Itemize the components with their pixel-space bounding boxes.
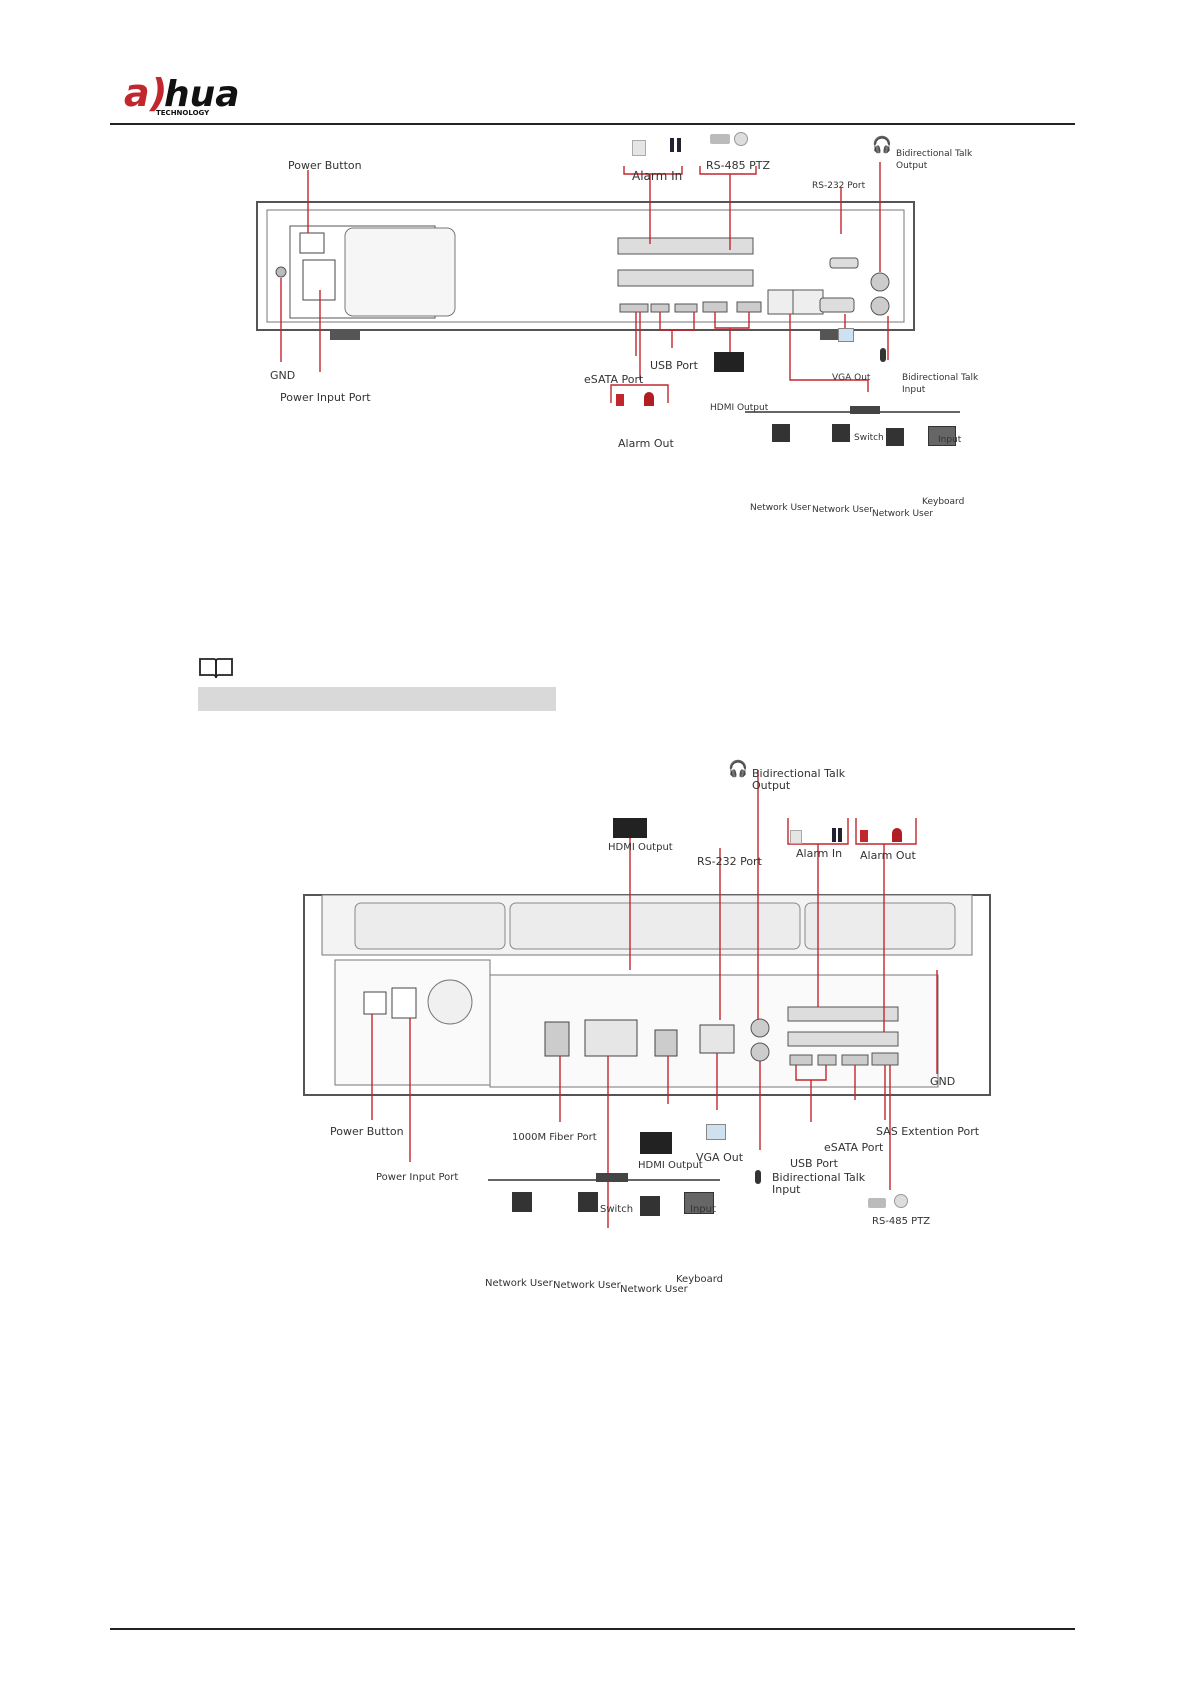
alarm-siren-icon xyxy=(616,394,624,406)
network-user-pc-icon xyxy=(640,1196,660,1216)
svg-text:a: a xyxy=(124,71,150,115)
label-power-input-port: Power Input Port xyxy=(376,1172,459,1183)
network-user-pc-icon xyxy=(578,1192,598,1212)
label-power-button: Power Button xyxy=(288,159,362,172)
label-alarm-out: Alarm Out xyxy=(618,437,674,450)
label-alarm-out: Alarm Out xyxy=(860,849,916,862)
alarm-light-icon xyxy=(644,392,654,406)
label-usb-port: USB Port xyxy=(650,359,698,372)
label-network-user: Network User xyxy=(485,1278,553,1289)
figure-2-lines xyxy=(303,770,991,1228)
label-vga-out: VGA Out xyxy=(696,1151,744,1164)
headset-icon: 🎧 xyxy=(872,137,892,154)
network-user-pc-icon xyxy=(772,424,790,442)
label-rs232-port: RS-232 Port xyxy=(697,855,762,868)
label-gnd: GND xyxy=(930,1075,956,1088)
label-bidir-talk-output: Bidirectional Talk Output xyxy=(752,767,846,792)
header-rule xyxy=(110,123,1075,125)
label-esata-port: eSATA Port xyxy=(824,1141,884,1154)
dome-camera-icon xyxy=(734,132,748,146)
label-bidir-talk-input: Bidirectional Talk Input xyxy=(902,373,979,395)
microphone-icon xyxy=(880,348,886,362)
headset-icon: 🎧 xyxy=(728,761,748,778)
microphone-icon xyxy=(755,1170,761,1184)
label-alarm-in: Alarm In xyxy=(632,169,683,183)
network-user-pc-icon xyxy=(886,428,904,446)
figure-1: 🎧 Power Button Alarm In RS-485 PTZ Bidir… xyxy=(0,130,1191,530)
label-network-user: Network User xyxy=(750,503,811,513)
monitor-icon xyxy=(714,352,744,372)
note-bar xyxy=(198,687,556,711)
label-network-user: Network User xyxy=(872,509,933,519)
brand-logo: a ) hua TECHNOLOGY xyxy=(120,70,260,121)
label-esata-port: eSATA Port xyxy=(584,373,644,386)
label-usb-port: USB Port xyxy=(790,1157,838,1170)
label-input: Input xyxy=(938,435,962,445)
figure-2: 🎧 Bidirectional Talk Output HDMI Output … xyxy=(0,762,1191,1310)
ptz-camera-icon xyxy=(868,1198,886,1208)
vga-monitor-icon xyxy=(706,1124,726,1140)
monitor-icon xyxy=(640,1132,672,1154)
network-user-pc-icon xyxy=(512,1192,532,1212)
label-rs232-port: RS-232 Port xyxy=(812,181,866,191)
monitor-icon xyxy=(613,818,647,838)
label-switch: Switch xyxy=(600,1204,634,1215)
svg-text:): ) xyxy=(148,71,167,115)
alarm-sensor-icon xyxy=(832,828,836,842)
vga-monitor-icon xyxy=(838,328,854,342)
alarm-sensor-icon xyxy=(790,830,802,844)
alarm-sensor-icon xyxy=(670,138,674,152)
label-rs485-ptz: RS-485 PTZ xyxy=(872,1216,931,1227)
label-fiber-port: 1000M Fiber Port xyxy=(512,1132,597,1143)
network-user-pc-icon xyxy=(832,424,850,442)
label-keyboard: Keyboard xyxy=(922,497,965,507)
label-network-user: Network User xyxy=(620,1284,688,1295)
alarm-light-icon xyxy=(892,828,902,842)
label-bidir-talk-input: Bidirectional Talk Input xyxy=(772,1171,866,1196)
label-vga-out: VGA Out xyxy=(832,373,871,383)
keyboard-icon xyxy=(928,426,956,446)
svg-text:TECHNOLOGY: TECHNOLOGY xyxy=(156,109,210,116)
ptz-camera-icon xyxy=(710,134,730,144)
figure-1-lines xyxy=(256,162,960,414)
label-network-user: Network User xyxy=(553,1280,621,1291)
label-keyboard: Keyboard xyxy=(676,1274,724,1285)
label-hdmi-output-bottom: HDMI Output xyxy=(638,1160,703,1171)
dome-camera-icon xyxy=(894,1194,908,1208)
header: a ) hua TECHNOLOGY xyxy=(0,0,1191,130)
label-gnd: GND xyxy=(270,369,296,382)
alarm-sensor-icon xyxy=(632,140,646,156)
footer-rule xyxy=(110,1628,1075,1630)
label-power-input-port: Power Input Port xyxy=(280,391,371,404)
label-alarm-in: Alarm In xyxy=(796,847,843,860)
label-power-button: Power Button xyxy=(330,1125,404,1138)
keyboard-icon xyxy=(684,1192,714,1214)
label-bidir-talk-output: Bidirectional Talk Output xyxy=(896,149,973,171)
label-hdmi-output: HDMI Output xyxy=(710,403,769,413)
label-input: Input xyxy=(690,1204,716,1215)
label-switch: Switch xyxy=(854,433,884,443)
label-sas-extention-port: SAS Extention Port xyxy=(876,1125,980,1138)
alarm-siren-icon xyxy=(860,830,868,842)
label-hdmi-output-top: HDMI Output xyxy=(608,842,673,853)
svg-text:hua: hua xyxy=(164,74,240,115)
label-network-user: Network User xyxy=(812,505,873,515)
note-book-icon xyxy=(198,656,234,685)
label-rs485-ptz: RS-485 PTZ xyxy=(706,159,770,172)
